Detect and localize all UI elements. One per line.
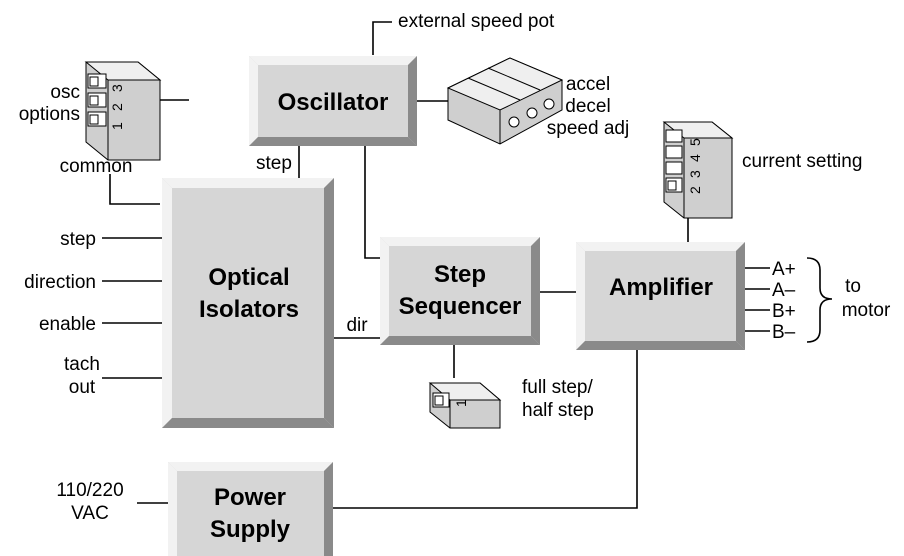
optical-isolators-block: Optical Isolators: [162, 178, 334, 428]
optical-isolators-label-line1: Optical: [208, 264, 289, 291]
power-supply-block: Power Supply: [168, 462, 333, 556]
step-output-label: step: [256, 153, 292, 174]
direction-input-label: direction: [24, 272, 96, 293]
power-supply-label-line1: Power: [214, 484, 286, 511]
osc-options-label-line2: options: [19, 104, 80, 125]
current-setting-dip-switch: 2 3 4 5: [662, 121, 734, 219]
accel-trimmer-icon: [508, 116, 520, 128]
current-switch-number-5: 5: [687, 138, 703, 146]
current-switch-4-icon: [665, 161, 683, 175]
full-half-switch-number: 1: [453, 399, 469, 407]
speed-adj-label: speed adj: [547, 118, 629, 139]
step-sequencer-label-line2: Sequencer: [399, 293, 522, 320]
motor-phase-b-minus: B–: [772, 322, 796, 343]
labels: external speed pot osc options common st…: [19, 11, 891, 524]
full-half-step-dip-switch: 1: [428, 382, 502, 429]
common-label: common: [60, 156, 133, 177]
step-sequencer-label-line1: Step: [434, 261, 486, 288]
current-switch-3-icon: [665, 145, 683, 159]
speed-adj-trimmer-icon: [543, 98, 555, 110]
connection-wires: [102, 21, 833, 509]
amplifier-label: Amplifier: [609, 274, 713, 301]
osc-switch-number-2: 2: [109, 103, 125, 111]
motor-phase-a-minus: A–: [772, 280, 796, 301]
decel-trimmer-icon: [526, 107, 538, 119]
decel-label: decel: [565, 96, 610, 117]
osc-switch-number-3: 3: [109, 84, 125, 92]
step-input-label: step: [60, 229, 96, 250]
current-switch-2-icon: [665, 129, 683, 143]
oscillator-block: Oscillator: [249, 56, 417, 146]
osc-options-label-line1: osc: [50, 82, 80, 103]
to-motor-label-line1: to: [845, 276, 861, 297]
to-motor-label-line2: motor: [842, 300, 891, 321]
speed-pot-trimmer-block: [446, 57, 564, 145]
amplifier-block: Amplifier: [576, 242, 745, 350]
tach-out-label-line2: out: [69, 377, 96, 398]
full-half-step-label-line2: half step: [522, 400, 594, 421]
full-half-step-label-line1: full step/: [522, 377, 593, 398]
dir-label: dir: [346, 315, 368, 336]
accel-label: accel: [566, 74, 610, 95]
osc-options-dip-switch: 1 2 3: [84, 61, 162, 161]
external-speed-pot-label: external speed pot: [398, 11, 555, 32]
power-supply-label-line2: Supply: [210, 516, 291, 543]
enable-input-label: enable: [39, 314, 96, 335]
motor-phase-a-plus: A+: [772, 259, 796, 280]
oscillator-label: Oscillator: [278, 89, 389, 116]
tach-out-label-line1: tach: [64, 354, 100, 375]
power-input-label-line1: 110/220: [56, 480, 123, 501]
step-sequencer-block: Step Sequencer: [380, 237, 540, 345]
current-switch-number-4: 4: [687, 154, 703, 162]
osc-switch-number-1: 1: [109, 122, 125, 130]
current-switch-number-2: 2: [687, 186, 703, 194]
motor-phase-b-plus: B+: [772, 301, 796, 322]
power-input-label-line2: VAC: [71, 503, 109, 524]
current-switch-number-3: 3: [687, 170, 703, 178]
optical-isolators-label-line2: Isolators: [199, 296, 299, 323]
current-setting-label: current setting: [742, 151, 862, 172]
